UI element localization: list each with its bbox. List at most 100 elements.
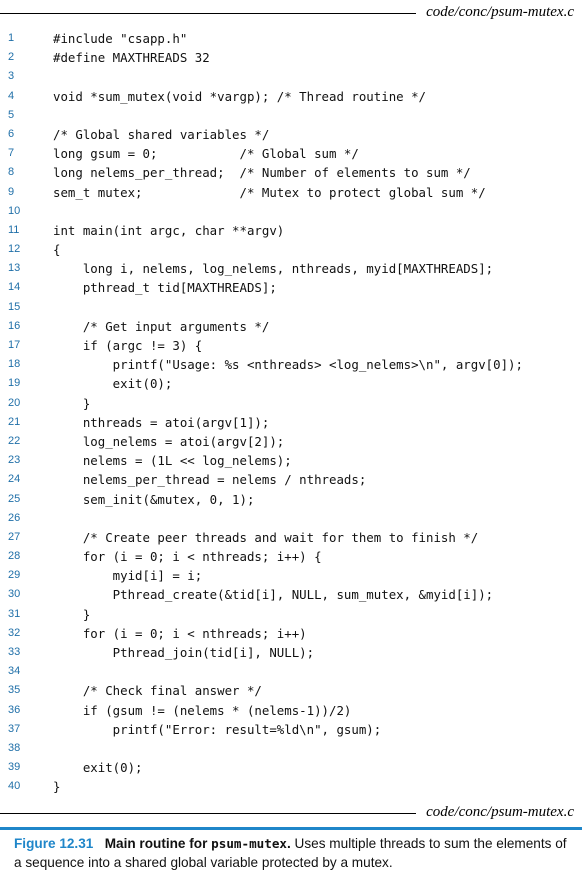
line-number: 34 [8, 665, 21, 678]
code-line: 21 nthreads = atoi(argv[1]); [0, 413, 582, 432]
code-line: 35 /* Check final answer */ [0, 681, 582, 700]
code-text: } [53, 779, 61, 795]
figure-number: Figure 12.31 [14, 836, 94, 851]
line-number: 14 [8, 281, 21, 294]
code-text: long gsum = 0; /* Global sum */ [53, 146, 359, 162]
code-line: 1 #include "csapp.h" [0, 29, 582, 48]
line-number: 6 [8, 127, 15, 140]
line-number: 10 [8, 204, 21, 217]
code-line: 29 myid[i] = i; [0, 566, 582, 585]
code-line: 13 long i, nelems, log_nelems, nthreads,… [0, 259, 582, 278]
line-number: 15 [8, 300, 21, 313]
code-text: long nelems_per_thread; /* Number of ele… [53, 165, 471, 181]
code-text: if (gsum != (nelems * (nelems-1))/2) [53, 702, 352, 718]
code-text: nelems_per_thread = nelems / nthreads; [53, 472, 367, 488]
figure-caption: Figure 12.31 Main routine for psum-mutex… [14, 834, 576, 872]
code-text: if (argc != 3) { [53, 338, 203, 353]
figure-title: Main routine for psum-mutex. [105, 836, 291, 851]
code-line: 9 sem_t mutex; /* Mutex to protect global… [0, 183, 582, 202]
line-number: 22 [8, 434, 21, 447]
code-line: 18 printf("Usage: %s <nthreads> <log_nel… [0, 355, 582, 374]
code-text: sem_init(&mutex, 0, 1); [53, 491, 255, 507]
code-text: { [53, 242, 61, 258]
code-text: /* Create peer threads and wait for them… [53, 529, 479, 545]
code-line: 40} [0, 777, 582, 796]
code-text: myid[i] = i; [53, 568, 203, 584]
code-text: sem_t mutex; /* Mutex to protect global … [53, 184, 486, 200]
line-number: 20 [8, 396, 21, 409]
line-number: 35 [8, 684, 21, 697]
figure-description: Uses multiple threads to sum the element… [14, 836, 567, 870]
line-number: 18 [8, 358, 21, 371]
code-line: 7 long gsum = 0; /* Global sum */ [0, 144, 582, 163]
code-text: /* Get input arguments */ [53, 318, 270, 334]
code-text: int main(int argc, char **argv) [53, 222, 285, 238]
code-line: 6 /* Global shared variables */ [0, 125, 582, 144]
code-line: 36 if (gsum != (nelems * (nelems-1))/2) [0, 701, 582, 720]
line-number: 39 [8, 761, 21, 774]
line-number: 7 [8, 147, 15, 160]
code-text: Pthread_join(tid[i], NULL); [53, 645, 315, 660]
code-line: 5 [0, 106, 582, 125]
code-line: 19 exit(0); [0, 374, 582, 393]
code-text: for (i = 0; i < nthreads; i++) { [53, 549, 322, 565]
code-line: 10 [0, 202, 582, 221]
code-line: 26 [0, 509, 582, 528]
line-number: 36 [8, 703, 21, 716]
code-text: printf("Usage: %s <nthreads> <log_nelems… [53, 357, 523, 373]
line-number: 30 [8, 588, 21, 601]
code-text: #define MAXTHREADS 32 [53, 50, 210, 66]
figure-title-code: psum-mutex [211, 836, 287, 851]
footer-file-label: code/conc/psum-mutex.c [426, 804, 574, 820]
figure-title-prefix: Main routine for [104, 836, 212, 851]
code-footer: code/conc/psum-mutex.c [0, 802, 582, 826]
code-line: 28 for (i = 0; i < nthreads; i++) { [0, 547, 582, 566]
line-number: 32 [8, 626, 21, 639]
line-number: 17 [8, 339, 21, 351]
code-text: void *sum_mutex(void *vargp); /* Thread … [53, 88, 426, 104]
code-text: pthread_t tid[MAXTHREADS]; [53, 280, 277, 296]
code-line: 16 /* Get input arguments */ [0, 317, 582, 336]
code-line: 39 exit(0); [0, 758, 582, 777]
code-line: 31 } [0, 605, 582, 624]
line-number: 28 [8, 550, 21, 563]
code-line: 17 if (argc != 3) { [0, 336, 582, 355]
code-line: 25 sem_init(&mutex, 0, 1); [0, 490, 582, 509]
code-text: } [53, 606, 91, 622]
header-rule-line [0, 13, 416, 14]
code-line: 24 nelems_per_thread = nelems / nthreads… [0, 470, 582, 489]
code-listing: 1 #include "csapp.h" 2 #define MAXTHREADS 3… [0, 29, 582, 797]
line-number: 2 [8, 51, 15, 64]
code-line: 32 for (i = 0; i < nthreads; i++) [0, 624, 582, 643]
code-line: 38 [0, 739, 582, 758]
code-text: #include "csapp.h" [53, 31, 188, 46]
code-text: printf("Error: result=%ld\n", gsum); [53, 721, 382, 737]
line-number: 1 [8, 32, 15, 44]
line-number: 26 [8, 511, 21, 524]
code-line: 2 #define MAXTHREADS 32 [0, 48, 582, 67]
code-line: 33 Pthread_join(tid[i], NULL); [0, 643, 582, 662]
line-number: 40 [8, 780, 21, 793]
line-number: 4 [8, 89, 15, 102]
line-number: 11 [8, 223, 20, 236]
code-text: long i, nelems, log_nelems, nthreads, my… [53, 261, 494, 277]
code-line: 34 [0, 662, 582, 681]
line-number: 3 [8, 70, 15, 83]
line-number: 33 [8, 646, 21, 658]
line-number: 13 [8, 262, 21, 275]
line-number: 8 [8, 166, 15, 179]
line-number: 25 [8, 492, 21, 505]
code-line: 20 } [0, 394, 582, 413]
header-file-label: code/conc/psum-mutex.c [426, 4, 574, 20]
code-line: 11 int main(int argc, char **argv) [0, 221, 582, 240]
code-text: nthreads = atoi(argv[1]); [53, 414, 270, 430]
line-number: 19 [8, 377, 21, 390]
line-number: 29 [8, 569, 21, 582]
line-number: 38 [8, 741, 21, 754]
code-line: 27 /* Create peer threads and wait for t… [0, 528, 582, 547]
code-line: 15 [0, 298, 582, 317]
code-line: 4 void *sum_mutex(void *vargp); /* Thread… [0, 87, 582, 106]
line-number: 9 [8, 185, 15, 198]
line-number: 12 [8, 243, 21, 256]
code-text: /* Global shared variables */ [53, 126, 270, 142]
